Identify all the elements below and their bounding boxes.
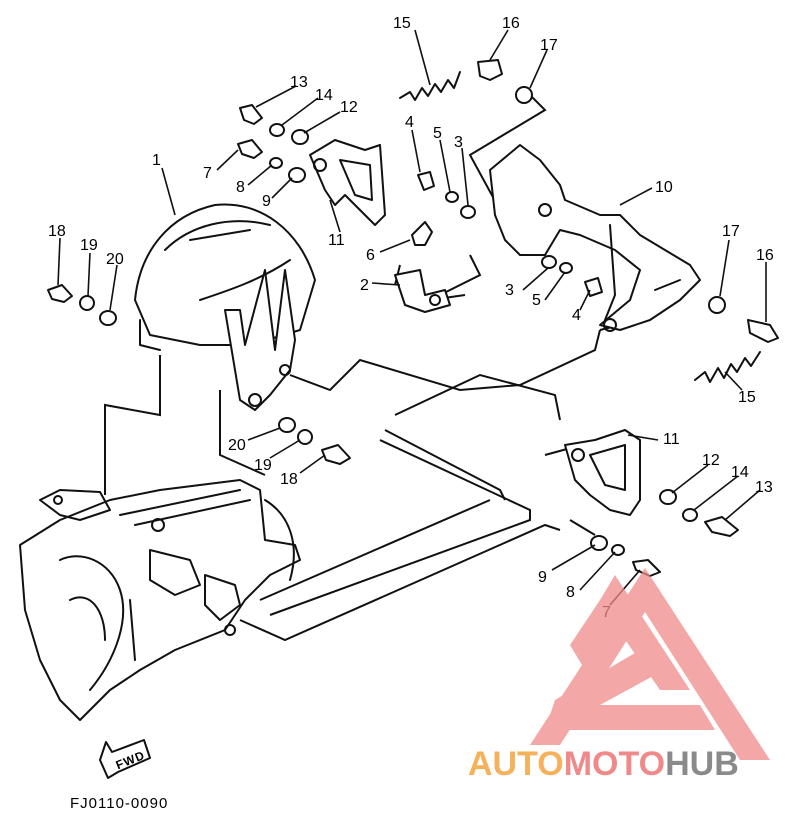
part-plate-lower bbox=[564, 429, 641, 516]
callout-15b: 15 bbox=[738, 389, 756, 406]
callout-6: 6 bbox=[366, 247, 375, 264]
callout-20b: 20 bbox=[228, 437, 246, 454]
callout-1: 1 bbox=[152, 152, 161, 169]
callout-12a: 12 bbox=[340, 99, 358, 116]
callout-13a: 13 bbox=[290, 74, 308, 91]
hardware-parts bbox=[47, 59, 779, 577]
callout-14a: 14 bbox=[315, 87, 333, 104]
callout-15a: 15 bbox=[393, 15, 411, 32]
svg-text:AUTOMOTOHUB: AUTOMOTOHUB bbox=[468, 745, 739, 783]
callout-8b: 8 bbox=[566, 584, 575, 601]
callout-18b: 18 bbox=[280, 471, 298, 488]
callout-leader-lines bbox=[57, 29, 767, 606]
part-spring-lower bbox=[694, 351, 761, 383]
callout-8a: 8 bbox=[236, 179, 245, 196]
callout-16a: 16 bbox=[502, 15, 520, 32]
callout-numbers: 1 2 3 3 4 4 5 5 6 7 7 8 8 9 9 10 11 11 1… bbox=[48, 15, 774, 621]
callout-12b: 12 bbox=[702, 452, 720, 469]
callout-11b: 11 bbox=[663, 431, 680, 448]
callout-13b: 13 bbox=[755, 479, 773, 496]
callout-19a: 19 bbox=[80, 237, 98, 254]
callout-4a: 4 bbox=[405, 114, 414, 131]
callout-3b: 3 bbox=[505, 282, 514, 299]
callout-9a: 9 bbox=[262, 193, 271, 210]
callout-2: 2 bbox=[360, 277, 369, 294]
callout-3a: 3 bbox=[454, 134, 463, 151]
callout-14b: 14 bbox=[731, 464, 749, 481]
watermark-text-auto: AUTO bbox=[468, 745, 564, 783]
watermark-text-hub: HUB bbox=[665, 745, 739, 783]
callout-4b: 4 bbox=[572, 307, 581, 324]
part-lever-bracket bbox=[224, 269, 296, 411]
part-spring-upper bbox=[399, 71, 461, 101]
callout-18a: 18 bbox=[48, 223, 66, 240]
callout-10: 10 bbox=[655, 179, 673, 196]
callout-20a: 20 bbox=[106, 251, 124, 268]
callout-17b: 17 bbox=[722, 223, 740, 240]
callout-7a: 7 bbox=[203, 165, 212, 182]
part-link-rod bbox=[489, 144, 701, 332]
part-small-bracket bbox=[394, 269, 451, 313]
callout-9b: 9 bbox=[538, 569, 547, 586]
automotohub-triangle-logo bbox=[530, 568, 770, 760]
callout-5a: 5 bbox=[433, 125, 442, 142]
fwd-arrow-icon: FWD bbox=[99, 739, 151, 779]
part-plate-upper bbox=[309, 139, 386, 226]
callout-5b: 5 bbox=[532, 292, 541, 309]
part-engine-housing bbox=[19, 479, 301, 721]
callout-16b: 16 bbox=[756, 247, 774, 264]
watermark-text: AUTOMOTOHUB bbox=[468, 745, 739, 783]
watermark-text-moto: MOTO bbox=[564, 745, 665, 783]
callout-11a: 11 bbox=[328, 232, 345, 249]
callout-19b: 19 bbox=[254, 457, 272, 474]
drawing-code: FJ0110-0090 bbox=[70, 795, 168, 812]
callout-17a: 17 bbox=[540, 37, 558, 54]
